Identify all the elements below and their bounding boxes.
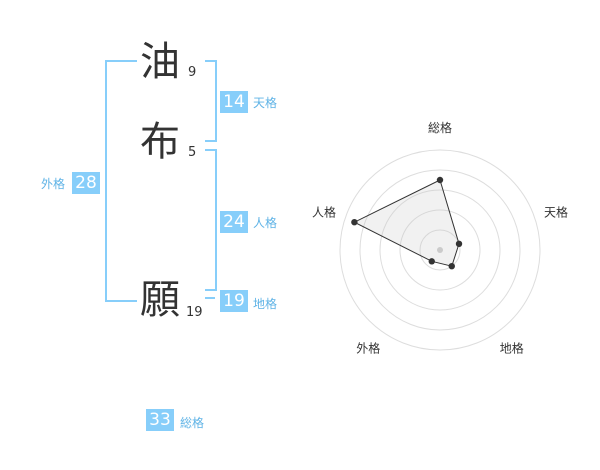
soukaku-value: 33 — [146, 409, 174, 431]
stroke-count-1: 9 — [188, 65, 197, 80]
name-char-1: 油 — [140, 39, 180, 85]
radar-point-1 — [455, 240, 463, 248]
radar-point-4 — [351, 218, 358, 226]
tenkaku-label: 天格 — [253, 96, 278, 110]
radar-ring — [339, 149, 541, 351]
tenkaku-bracket — [205, 60, 217, 142]
radar-polygon — [353, 179, 460, 267]
soukaku-label: 総格 — [180, 416, 205, 430]
tenkaku-value: 14 — [220, 91, 248, 113]
gaikaku-value: 28 — [72, 172, 100, 194]
radar-axis-label-2: 地格 — [500, 341, 524, 356]
radar-axis-label-4: 人格 — [312, 204, 336, 219]
radar-ring — [379, 189, 501, 311]
gaikaku-bracket — [105, 60, 137, 302]
jinkaku-value: 24 — [220, 211, 248, 233]
radar-axis-label-1: 天格 — [544, 204, 568, 219]
gaikaku-label: 外格 — [41, 177, 66, 191]
radar-ring — [399, 209, 481, 291]
chikaku-bracket — [205, 297, 215, 299]
radar-point-3 — [428, 258, 435, 265]
radar-point-2 — [448, 262, 455, 270]
name-char-2: 布 — [140, 119, 180, 165]
radar-axis-label-3: 外格 — [356, 341, 380, 356]
radar-point-0 — [436, 176, 444, 184]
chikaku-value: 19 — [220, 290, 248, 312]
chikaku-label: 地格 — [253, 297, 278, 311]
radar-center — [437, 247, 443, 253]
name-char-3: 願 — [140, 277, 180, 323]
radar-ring — [419, 229, 461, 271]
jinkaku-label: 人格 — [253, 216, 278, 230]
stroke-count-2: 5 — [188, 145, 197, 160]
radar-axis-label-0: 総格 — [428, 120, 452, 135]
jinkaku-bracket — [205, 149, 217, 291]
radar-ring — [359, 169, 521, 331]
stroke-count-3: 19 — [186, 305, 203, 320]
